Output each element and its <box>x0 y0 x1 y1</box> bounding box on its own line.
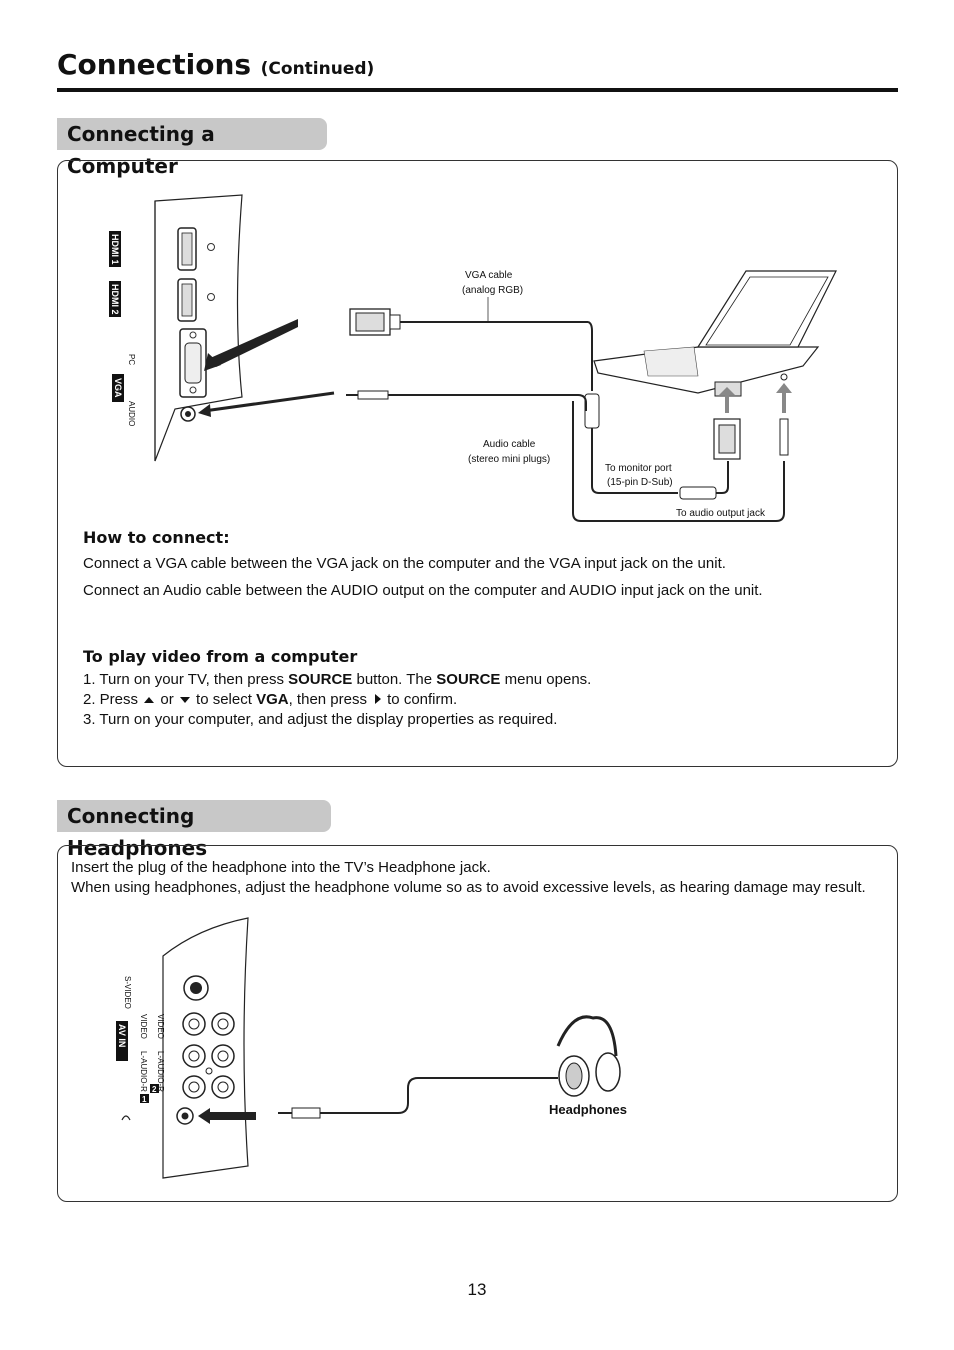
av-in-label: AV IN <box>117 1024 127 1047</box>
laptop-icon <box>593 270 837 397</box>
title-main: Connections <box>57 48 252 81</box>
page-number: 13 <box>467 1280 487 1299</box>
pc-label: PC <box>127 354 136 365</box>
video2-label: VIDEO <box>156 1014 165 1039</box>
svideo-label: S-VIDEO <box>123 976 132 1009</box>
headphones-connection-diagram: S-VIDEO VIDEO L-AUDIO-R AV IN VIDEO L-AU… <box>116 917 627 1179</box>
step-1-source-1: SOURCE <box>288 671 353 688</box>
num1-label: 1 <box>142 1095 147 1104</box>
step-1: 1. Turn on your TV, then press SOURCE bu… <box>83 671 591 688</box>
audio-output-jack-label: To audio output jack <box>676 508 766 519</box>
headphones-icon <box>556 1015 621 1097</box>
step-1-text-c: button. The <box>352 671 437 688</box>
audio-arrow-icon <box>203 391 335 413</box>
headphone-plug-icon <box>291 1107 321 1119</box>
num2-label: 2 <box>152 1085 157 1094</box>
step-2-text-b: or <box>156 691 178 708</box>
tv-panel-outline <box>154 194 243 462</box>
title-sub: (Continued) <box>260 59 375 79</box>
step-1-source-2: SOURCE <box>436 671 501 688</box>
audio-cable-label-1: Audio cable <box>483 439 536 450</box>
hdmi1-label: HDMI 1 <box>110 234 120 265</box>
play-heading: To play video from a computer <box>83 647 358 666</box>
vga-arrow-icon <box>208 319 298 367</box>
step-1-text-e: menu opens. <box>500 671 592 688</box>
headphone-arrow-icon <box>198 1108 256 1124</box>
section-heading-computer: Connecting a Computer <box>57 118 327 178</box>
section-heading-headphones: Connecting Headphones <box>57 800 331 860</box>
computer-box: HDMI 1 HDMI 2 PC VGA AUDIO <box>57 160 898 767</box>
step-2-vga: VGA <box>256 691 289 708</box>
vga-cable-label-1: VGA cable <box>465 270 513 281</box>
right-arrow-icon <box>375 694 382 704</box>
step-2-text-f: to confirm. <box>387 691 458 708</box>
how-to-line-1: Connect a VGA cable between the VGA jack… <box>83 555 726 572</box>
audio-label: AUDIO <box>127 401 136 426</box>
headphone-symbol-icon <box>121 1115 131 1121</box>
step-2-text-c: to select <box>191 691 257 708</box>
step-3: 3. Turn on your computer, and adjust the… <box>83 711 558 728</box>
vga-label: VGA <box>113 378 123 398</box>
audio2-label: L-AUDIO-R <box>156 1051 165 1092</box>
title-rule <box>57 88 898 92</box>
computer-connection-diagram: HDMI 1 HDMI 2 PC VGA AUDIO <box>109 194 837 522</box>
headphones-line-2: When using headphones, adjust the headph… <box>71 879 866 896</box>
up-arrow-icon <box>144 697 155 703</box>
tv-av-panel-outline <box>162 917 249 1179</box>
headphones-box: Insert the plug of the headphone into th… <box>57 845 898 1202</box>
audio-plug-icon <box>357 390 389 400</box>
monitor-port-label-1: To monitor port <box>605 463 672 474</box>
how-to-line-2: Connect an Audio cable between the AUDIO… <box>83 582 763 599</box>
down-arrow-icon <box>179 697 190 703</box>
monitor-port-label-2: (15-pin D-Sub) <box>607 477 673 488</box>
audio1-label: L-AUDIO-R <box>139 1051 148 1092</box>
step-1-text-a: 1. Turn on your TV, then press <box>83 671 289 688</box>
vga-cable-label-2: (analog RGB) <box>462 285 523 296</box>
page-title: Connections (Continued) <box>57 48 374 81</box>
audio-cable-label-2: (stereo mini plugs) <box>468 454 550 465</box>
laptop-audio-plug-icon <box>779 418 789 456</box>
headphones-label: Headphones <box>549 1102 627 1117</box>
headphones-line-1: Insert the plug of the headphone into th… <box>71 859 491 876</box>
video1-label: VIDEO <box>139 1014 148 1039</box>
step-2: 2. Press or to select VGA, then press to… <box>83 691 457 708</box>
step-2-text-e: , then press <box>288 691 372 708</box>
how-to-heading: How to connect: <box>83 528 230 547</box>
hdmi2-label: HDMI 2 <box>110 284 120 315</box>
step-2-text-a: 2. Press <box>83 691 143 708</box>
